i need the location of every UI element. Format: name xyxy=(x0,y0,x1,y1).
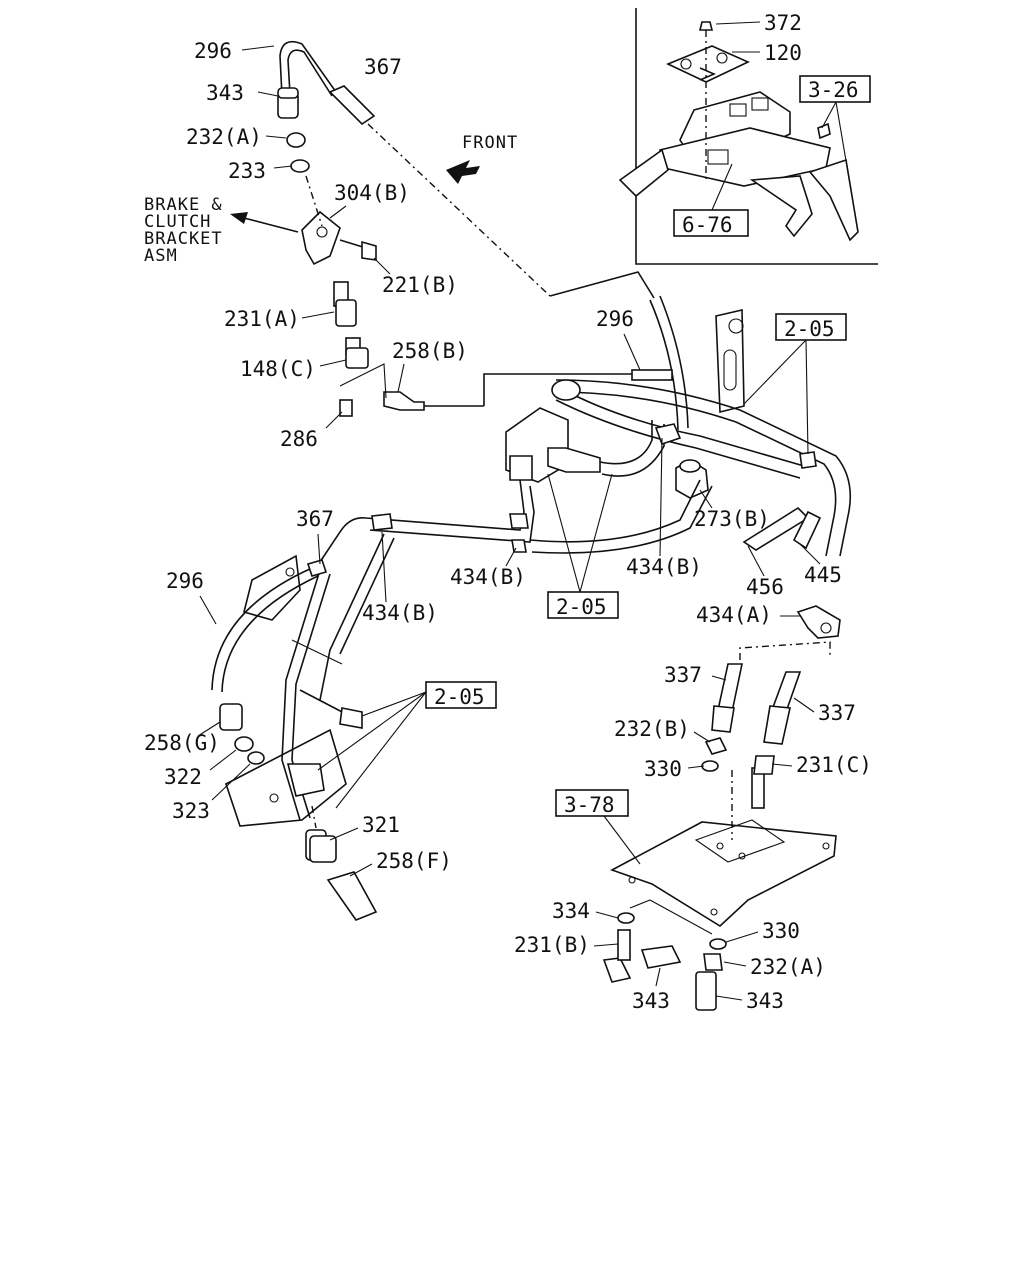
top-lever-assembly xyxy=(277,40,655,417)
label-343-bottom-left: 343 xyxy=(632,989,670,1013)
inset-labels: 372 120 3-26 6-76 xyxy=(673,11,871,237)
label-434a-top: 434(A) xyxy=(696,603,772,627)
label-258g: 258(G) xyxy=(144,731,220,755)
label-445: 445 xyxy=(804,563,842,587)
central-shifter-assembly xyxy=(315,295,852,569)
ref-6-76: 6-76 xyxy=(682,213,733,237)
right-lower-assembly xyxy=(602,605,841,1011)
left-cable-assembly xyxy=(211,533,395,921)
label-343-bottom-right: 343 xyxy=(746,989,784,1013)
label-296-top: 296 xyxy=(194,39,232,63)
orientation-notes: FRONT BRAKE & CLUTCH BRACKET ASM xyxy=(144,133,518,266)
label-258b: 258(B) xyxy=(392,339,468,363)
central-labels: 296 2-05 273(B) 434(B) 456 445 434(B) 2-… xyxy=(450,307,847,619)
left-labels: 367 296 434(B) 2-05 258(G) 322 323 321 2… xyxy=(144,507,497,877)
ref-3-78: 3-78 xyxy=(564,793,615,817)
label-434b-right: 434(B) xyxy=(626,555,702,579)
label-334: 334 xyxy=(552,899,590,923)
label-323: 323 xyxy=(172,799,210,823)
label-337-right: 337 xyxy=(818,701,856,725)
label-258f: 258(F) xyxy=(376,849,452,873)
bracket-label-line2: CLUTCH xyxy=(144,212,211,232)
label-296-mid: 296 xyxy=(596,307,634,331)
inset-panel xyxy=(618,8,878,265)
label-456: 456 xyxy=(746,575,784,599)
label-286: 286 xyxy=(280,427,318,451)
right-lower-labels: 434(A) 337 337 232(B) 330 231(C) 3-78 33… xyxy=(514,603,872,1013)
label-296-left: 296 xyxy=(166,569,204,593)
label-367-left: 367 xyxy=(296,507,334,531)
front-arrow-icon xyxy=(446,160,480,184)
label-343-top: 343 xyxy=(206,81,244,105)
bracket-arrow-icon xyxy=(230,212,248,224)
label-231a: 231(A) xyxy=(224,307,300,331)
top-left-labels: 296 367 343 232(A) 233 304(B) 221(B) 231… xyxy=(186,39,468,451)
ref-2-05-right: 2-05 xyxy=(784,317,835,341)
label-273b: 273(B) xyxy=(694,507,770,531)
ref-2-05-left: 2-05 xyxy=(434,685,485,709)
bracket-label-line4: ASM xyxy=(144,246,178,266)
bracket-label-line1: BRAKE & xyxy=(144,195,223,215)
label-321: 321 xyxy=(362,813,400,837)
front-label: FRONT xyxy=(462,133,518,153)
label-221b: 221(B) xyxy=(382,273,458,297)
label-233: 233 xyxy=(228,159,266,183)
label-148c: 148(C) xyxy=(240,357,316,381)
ref-2-05-center: 2-05 xyxy=(556,595,607,619)
ref-3-26: 3-26 xyxy=(808,78,859,102)
label-367-top: 367 xyxy=(364,55,402,79)
label-231c: 231(C) xyxy=(796,753,872,777)
label-231b: 231(B) xyxy=(514,933,590,957)
label-330-top: 330 xyxy=(644,757,682,781)
label-232b: 232(B) xyxy=(614,717,690,741)
label-434b-left: 434(B) xyxy=(362,601,438,625)
label-120: 120 xyxy=(764,41,802,65)
label-434b-center: 434(B) xyxy=(450,565,526,589)
label-372: 372 xyxy=(764,11,802,35)
label-232a-bottom: 232(A) xyxy=(750,955,826,979)
label-304b: 304(B) xyxy=(334,181,410,205)
label-337-left: 337 xyxy=(664,663,702,687)
label-330-bottom: 330 xyxy=(762,919,800,943)
label-232a-top: 232(A) xyxy=(186,125,262,149)
label-322: 322 xyxy=(164,765,202,789)
bracket-label-line3: BRACKET xyxy=(144,229,223,249)
